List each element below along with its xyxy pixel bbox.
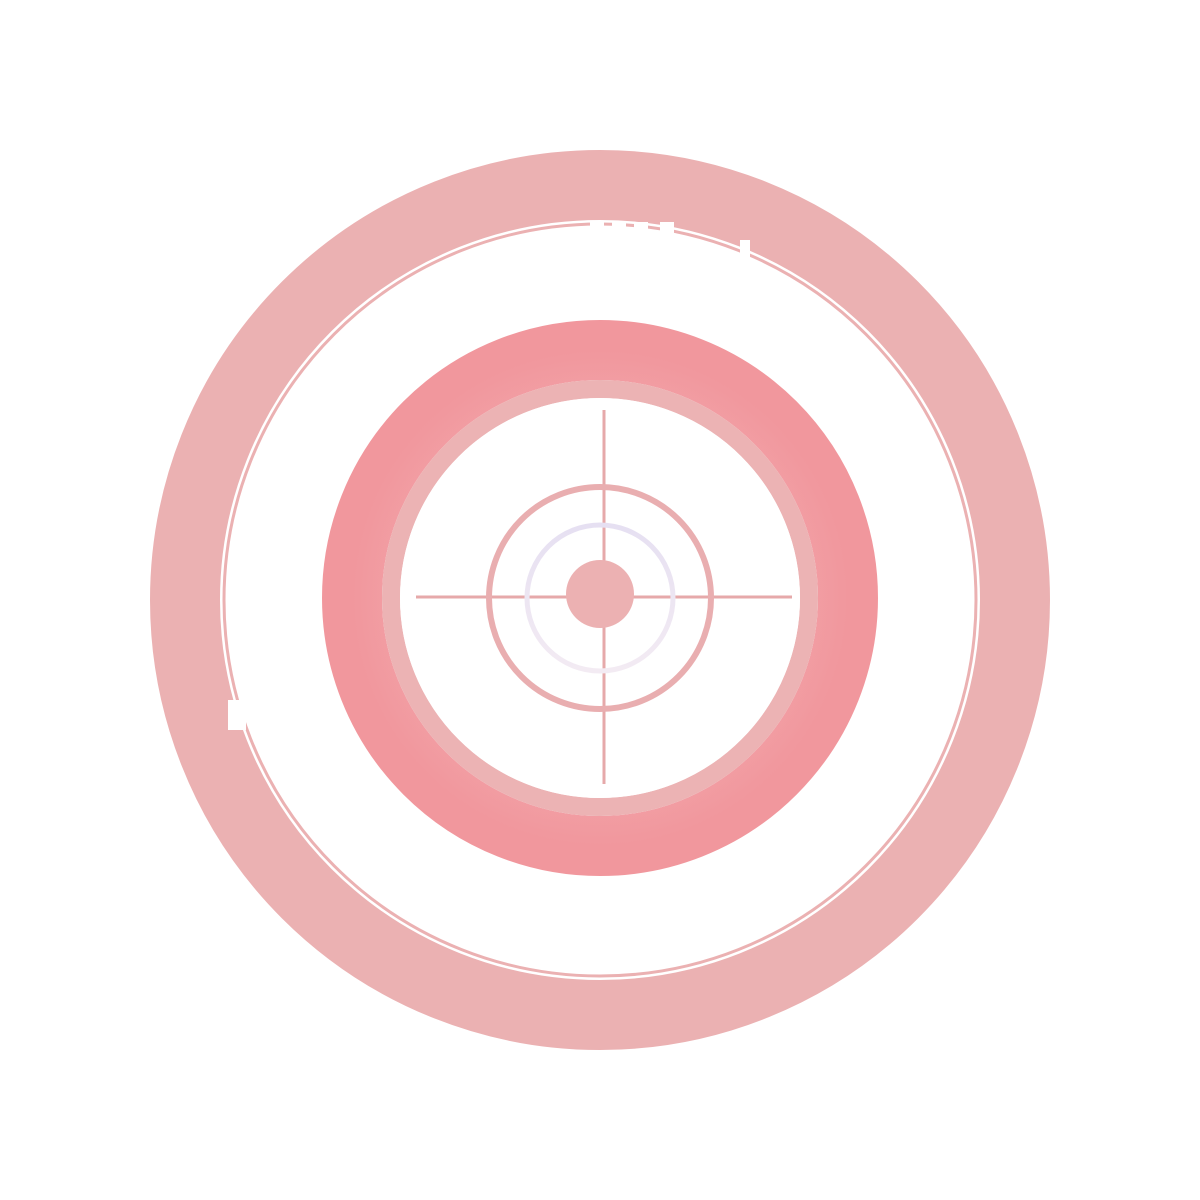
faint-marks [228, 222, 750, 912]
outer-ring [150, 150, 1050, 1050]
inner-thick-ring [322, 320, 878, 876]
violet-ring [524, 522, 676, 674]
reticle-ring [486, 484, 714, 712]
center-dot [566, 560, 634, 628]
inner-light-ring [382, 380, 818, 816]
